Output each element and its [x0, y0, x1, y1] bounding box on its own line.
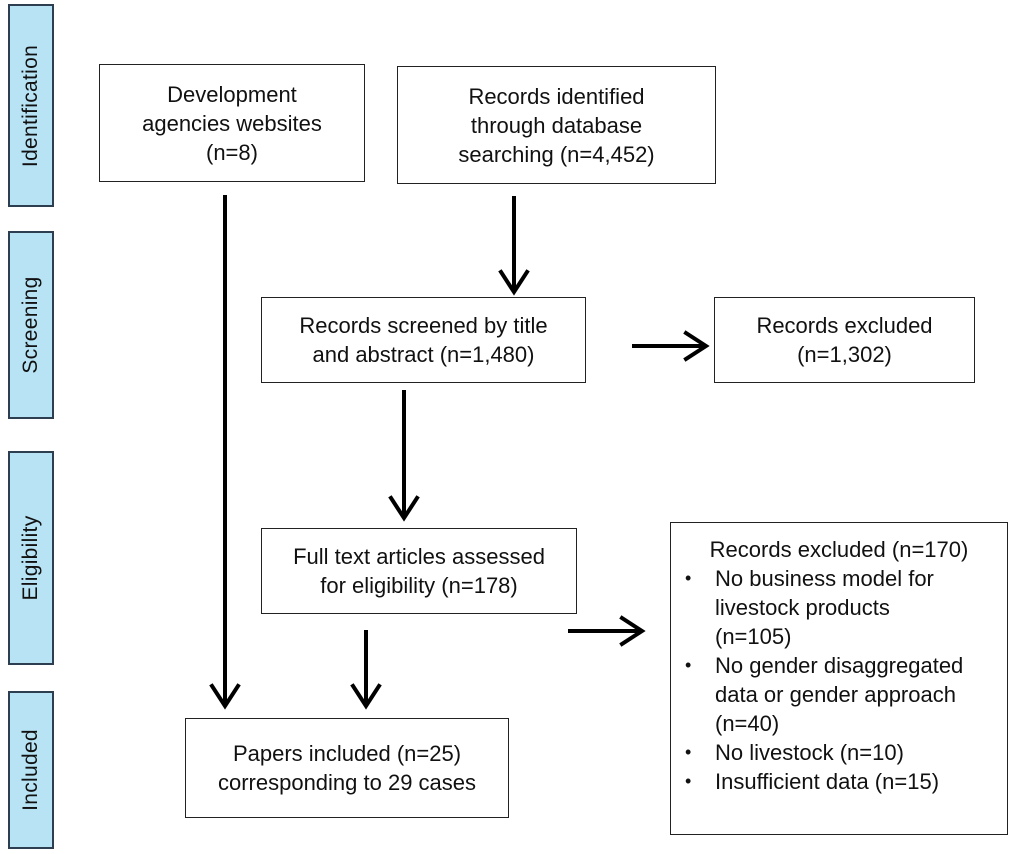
database-box: Records identified through database sear…	[397, 66, 716, 184]
fulltext-line-2: for eligibility (n=178)	[320, 573, 518, 598]
arrowhead-fulltext-to-excluded	[619, 615, 646, 647]
arrowhead-screened-to-excluded	[683, 330, 710, 362]
exclusion-reasons-list: No business model for livestock products…	[671, 564, 1007, 796]
screened-box: Records screened by title and abstract (…	[261, 297, 586, 383]
excluded-screening-line-2: (n=1,302)	[797, 342, 892, 367]
database-line-3: searching (n=4,452)	[458, 141, 655, 167]
agencies-line-1: Development	[167, 81, 297, 107]
fulltext-box: Full text articles assessed for eligibil…	[261, 528, 577, 614]
excluded-screening-box: Records excluded (n=1,302)	[714, 297, 975, 383]
exclusion-reason-business-model: No business model for livestock products…	[671, 564, 1007, 651]
excluded-screening-line-1: Records excluded	[756, 313, 933, 338]
screened-line-2: and abstract (n=1,480)	[312, 342, 535, 367]
arrowhead-agencies-to-included	[209, 683, 241, 710]
included-line-1: Papers included (n=25)	[232, 741, 462, 766]
agencies-line-2: agencies websites	[142, 110, 322, 136]
excluded-eligibility-box: Records excluded (n=170) No business mod…	[670, 522, 1008, 835]
arrowhead-fulltext-to-included	[350, 683, 382, 710]
stage-included: Included	[8, 691, 54, 849]
included-line-2: corresponding to 29 cases	[217, 770, 477, 795]
exclusion-reason-insufficient-data: Insufficient data (n=15)	[671, 767, 1007, 796]
screened-line-1: Records screened by title	[299, 313, 548, 338]
fulltext-line-1: Full text articles assessed	[293, 544, 545, 569]
database-line-1: Records identified	[468, 83, 645, 109]
stage-identification: Identification	[8, 4, 54, 207]
stage-screening: Screening	[8, 231, 54, 419]
agencies-line-3: (n=8)	[206, 139, 258, 165]
stage-eligibility: Eligibility	[8, 451, 54, 665]
exclusion-reason-no-livestock: No livestock (n=10)	[671, 738, 1007, 767]
database-line-2: through database	[470, 112, 643, 138]
excluded-eligibility-title: Records excluded (n=170)	[709, 537, 969, 562]
included-box: Papers included (n=25) corresponding to …	[185, 718, 509, 818]
exclusion-reason-gender-data: No gender disaggregated data or gender a…	[671, 651, 1007, 738]
arrowhead-screened-to-fulltext	[388, 495, 420, 522]
arrowhead-database-to-screened	[498, 269, 530, 296]
agencies-box: Development agencies websites (n=8)	[99, 64, 365, 182]
